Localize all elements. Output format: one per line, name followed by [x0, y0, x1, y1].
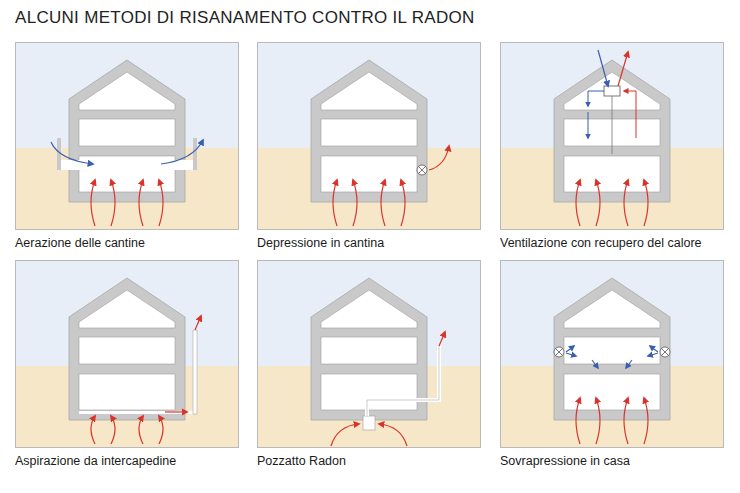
art-use: [69, 278, 185, 420]
art-path: [91, 416, 95, 444]
art-path: [588, 91, 604, 106]
panel-caption: Aerazione delle cantine: [15, 236, 145, 250]
art-use: [554, 347, 564, 357]
panel-cellar-airing: [15, 42, 239, 230]
art-path: [139, 416, 143, 444]
art-use: [500, 260, 724, 448]
art-use: [257, 42, 481, 230]
panel-caption: Depressione in cantina: [257, 236, 384, 250]
art-path: [367, 346, 439, 416]
art-g: [566, 346, 658, 368]
art-path: [588, 112, 589, 138]
art-path: [439, 332, 445, 346]
art-path: [592, 360, 598, 368]
art-path: [111, 416, 115, 444]
panel-heat-recovery: [500, 42, 724, 230]
art-use: [576, 398, 648, 444]
art-use: [69, 60, 185, 202]
art-rect: [363, 416, 375, 430]
art-path: [51, 142, 93, 164]
art-path: [331, 424, 359, 446]
art-path: [159, 416, 163, 444]
art-rect: [193, 330, 197, 414]
art-rect: [79, 411, 197, 414]
panel-cellar-depression: [257, 42, 481, 230]
art-path: [566, 346, 574, 352]
art-path: [429, 146, 449, 170]
panel-house-overpressure: [500, 260, 724, 448]
panel-cavity-extraction: [15, 260, 239, 448]
art-use: [257, 260, 481, 448]
art-use: [15, 260, 239, 448]
art-use: [500, 42, 724, 230]
art-path: [598, 50, 608, 86]
art-path: [612, 96, 613, 154]
art-path: [379, 424, 407, 446]
art-path: [624, 91, 636, 138]
art-use: [576, 180, 648, 226]
art-use: [311, 60, 427, 202]
art-path: [367, 346, 439, 416]
art-path: [626, 360, 632, 368]
art-path: [648, 353, 658, 356]
art-use: [660, 347, 670, 357]
art-g: [91, 412, 187, 444]
art-path: [195, 316, 201, 330]
panel-radon-sump: [257, 260, 481, 448]
panel-caption: Aspirazione da intercapedine: [15, 454, 176, 468]
panel-caption: Ventilazione con recupero del calore: [500, 236, 702, 250]
art-use: [554, 278, 670, 420]
art-path: [165, 411, 187, 412]
art-path: [650, 346, 658, 352]
art-use: [333, 180, 405, 226]
art-use: [15, 42, 239, 230]
art-use: [554, 60, 670, 202]
art-path: [618, 52, 628, 86]
diagram-title: ALCUNI METODI DI RISANAMENTO CONTRO IL R…: [15, 8, 475, 28]
panel-caption: Sovrapressione in casa: [500, 454, 630, 468]
art-use: [417, 165, 427, 175]
panel-caption: Pozzatto Radon: [257, 454, 346, 468]
art-path: [566, 353, 576, 356]
art-use: [91, 180, 163, 226]
art-rect: [604, 86, 620, 96]
art-path: [161, 140, 203, 164]
